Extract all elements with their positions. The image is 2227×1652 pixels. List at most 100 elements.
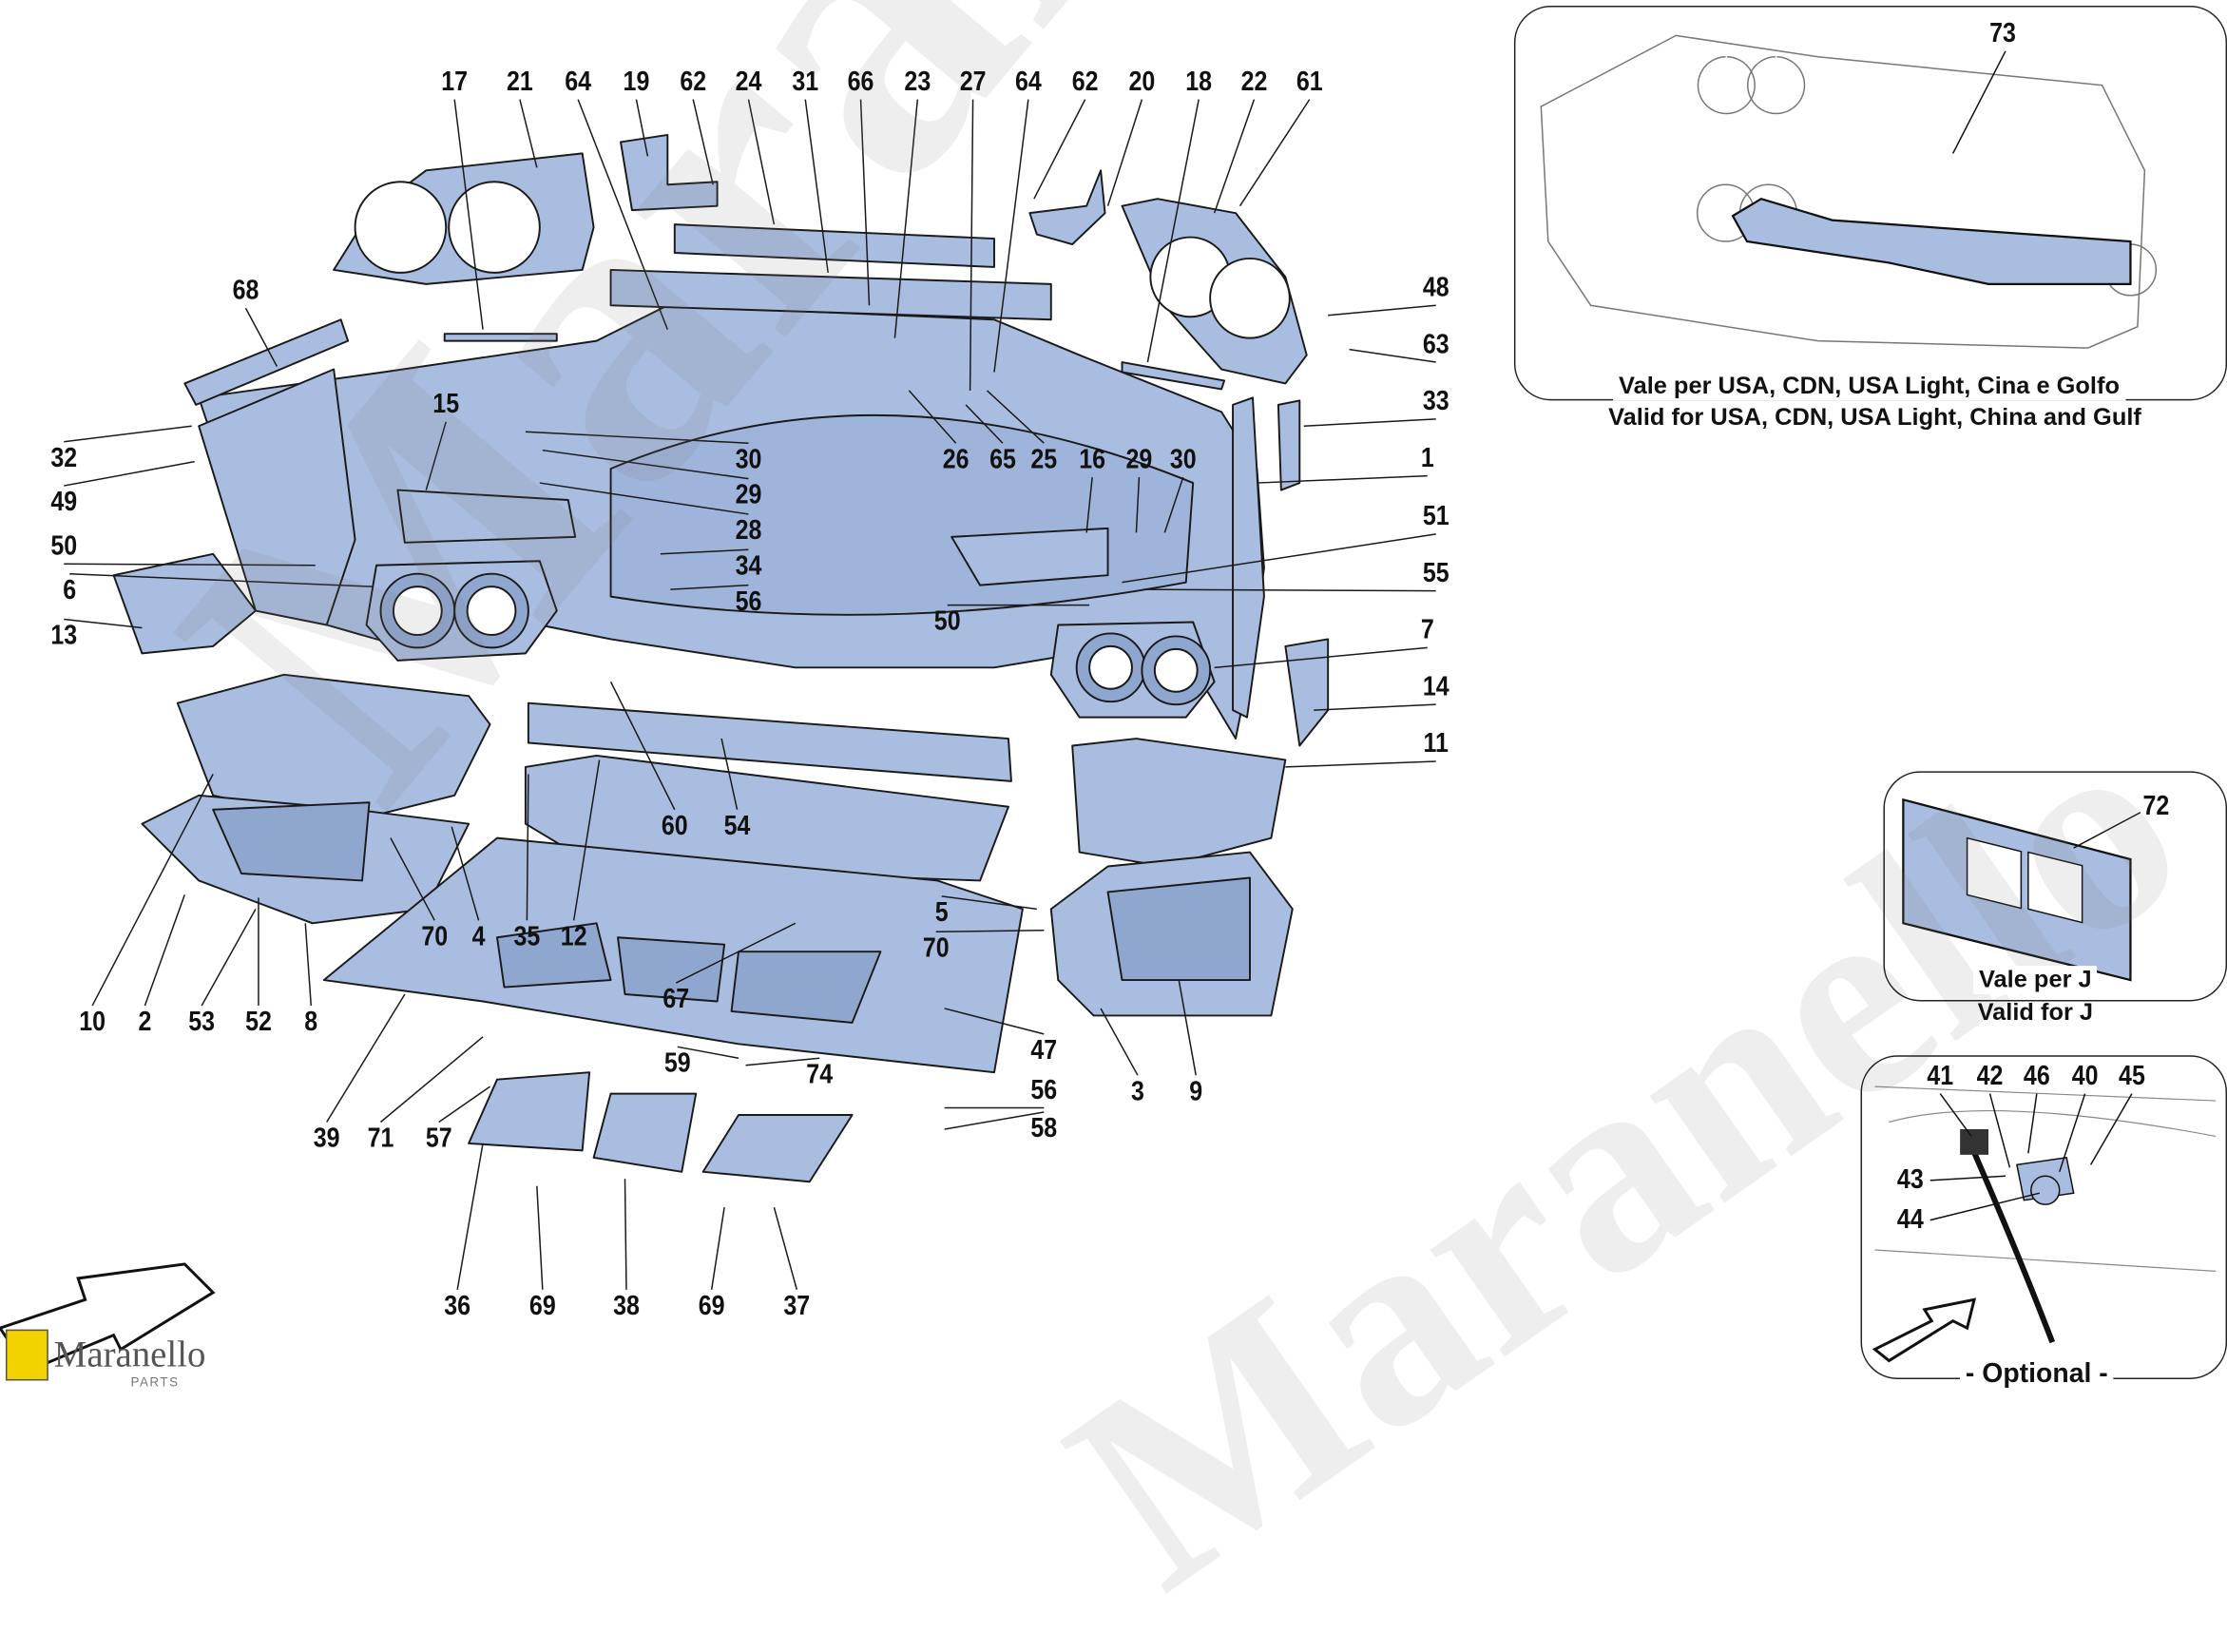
callout-label: 68 xyxy=(232,276,259,307)
leader-line xyxy=(1349,348,1436,363)
leader-line xyxy=(1328,304,1436,317)
access-panel-center xyxy=(592,1092,698,1173)
optional-callout-label: 43 xyxy=(1896,1165,1924,1196)
leader-line xyxy=(1163,476,1184,533)
callout-label: 54 xyxy=(723,811,751,842)
leader-line xyxy=(64,618,143,629)
leader-line xyxy=(244,307,278,367)
leader-line xyxy=(720,738,739,810)
leader-line xyxy=(908,390,957,444)
callout-label: 2 xyxy=(138,1008,152,1038)
leader-line xyxy=(660,548,749,555)
access-panel-left xyxy=(468,1071,591,1152)
callout-label: 62 xyxy=(1071,67,1099,98)
callout-label: 27 xyxy=(959,67,987,98)
leader-line xyxy=(2089,1093,2133,1165)
leader-line xyxy=(326,993,406,1123)
leader-line xyxy=(1214,646,1428,669)
leader-line xyxy=(944,1111,1045,1130)
callout-label: 33 xyxy=(1422,387,1449,417)
callout-label: 74 xyxy=(806,1060,834,1090)
leader-line xyxy=(577,99,669,330)
callout-label: 28 xyxy=(735,516,762,547)
leader-line xyxy=(969,99,974,391)
leader-line xyxy=(745,1057,820,1066)
leader-line xyxy=(539,482,749,515)
leader-line xyxy=(1033,99,1086,200)
leader-line xyxy=(519,99,538,168)
leader-line xyxy=(965,404,1004,444)
leader-line xyxy=(1285,760,1436,768)
inset-usa-caption-it: Vale per USA, CDN, USA Light, Cina e Gol… xyxy=(1613,372,2125,401)
callout-label: 32 xyxy=(50,443,78,474)
callout-label: 11 xyxy=(1423,729,1449,759)
callout-72: 72 xyxy=(2142,792,2170,822)
leader-line xyxy=(1939,1093,1972,1137)
leader-line xyxy=(944,1008,1045,1035)
callout-label: 26 xyxy=(942,445,970,475)
callout-label: 25 xyxy=(1030,445,1058,475)
callout-label: 69 xyxy=(698,1292,725,1322)
leader-line xyxy=(987,390,1045,444)
leader-line xyxy=(624,1179,627,1290)
callout-label: 57 xyxy=(425,1124,452,1155)
callout-label: 13 xyxy=(50,621,78,652)
callout-label: 19 xyxy=(623,67,650,98)
optional-callout-label: 40 xyxy=(2071,1061,2099,1092)
leader-line xyxy=(451,826,480,921)
right-diffuser-surround xyxy=(1071,738,1287,868)
callout-label: 63 xyxy=(1422,330,1449,360)
callout-label: 60 xyxy=(661,811,688,842)
callout-label: 71 xyxy=(367,1124,394,1155)
callout-label: 30 xyxy=(1169,445,1197,475)
callout-label: 22 xyxy=(1240,67,1268,98)
leader-line xyxy=(635,99,649,157)
leader-line xyxy=(941,895,1037,911)
leader-line xyxy=(859,99,871,306)
callout-label: 34 xyxy=(735,551,762,582)
callout-label: 56 xyxy=(1030,1075,1058,1106)
leader-line xyxy=(572,759,601,921)
access-panel-right xyxy=(701,1114,854,1183)
callout-label: 16 xyxy=(1079,445,1106,475)
maranello-parts-logo: Maranello PARTS xyxy=(5,1329,205,1389)
leader-line xyxy=(304,923,312,1007)
optional-callout-label: 46 xyxy=(2023,1061,2050,1092)
callout-label: 65 xyxy=(989,445,1016,475)
callout-label: 52 xyxy=(245,1008,272,1038)
callout-label: 66 xyxy=(847,67,874,98)
callout-label: 61 xyxy=(1296,67,1323,98)
callout-label: 70 xyxy=(922,933,950,964)
callout-label: 4 xyxy=(471,922,486,952)
leader-line xyxy=(91,774,214,1007)
callout-label: 48 xyxy=(1422,273,1449,304)
callout-label: 64 xyxy=(565,67,592,98)
leader-line xyxy=(747,99,776,225)
leader-line xyxy=(1314,703,1436,711)
callout-label: 24 xyxy=(735,67,762,98)
callout-label: 50 xyxy=(50,531,78,562)
optional-callout-label: 42 xyxy=(1976,1061,2004,1092)
leader-line xyxy=(1929,1175,2006,1181)
callout-label: 56 xyxy=(735,586,762,618)
inset-j-caption-it: Vale per J xyxy=(1973,966,2098,995)
callout-label: 15 xyxy=(432,390,460,420)
leader-line xyxy=(1238,99,1311,207)
leader-line xyxy=(1178,979,1197,1076)
leader-line xyxy=(390,837,435,921)
callout-label: 1 xyxy=(1420,443,1434,474)
direction-arrow-icon xyxy=(1872,1297,1977,1363)
leader-line xyxy=(438,1085,490,1124)
callout-label: 69 xyxy=(528,1292,556,1322)
leader-line xyxy=(1929,1192,2040,1221)
inset-usa-caption-en: Valid for USA, CDN, USA Light, China and… xyxy=(1608,403,2141,431)
callout-label: 55 xyxy=(1422,559,1449,589)
leader-line xyxy=(2027,1093,2038,1154)
leader-line xyxy=(893,99,919,338)
callout-label: 50 xyxy=(933,606,961,638)
leader-line xyxy=(710,1207,725,1290)
leader-line xyxy=(525,431,749,444)
leader-line xyxy=(425,421,447,490)
callout-label: 12 xyxy=(560,922,587,952)
upper-trim-strip xyxy=(673,223,995,268)
